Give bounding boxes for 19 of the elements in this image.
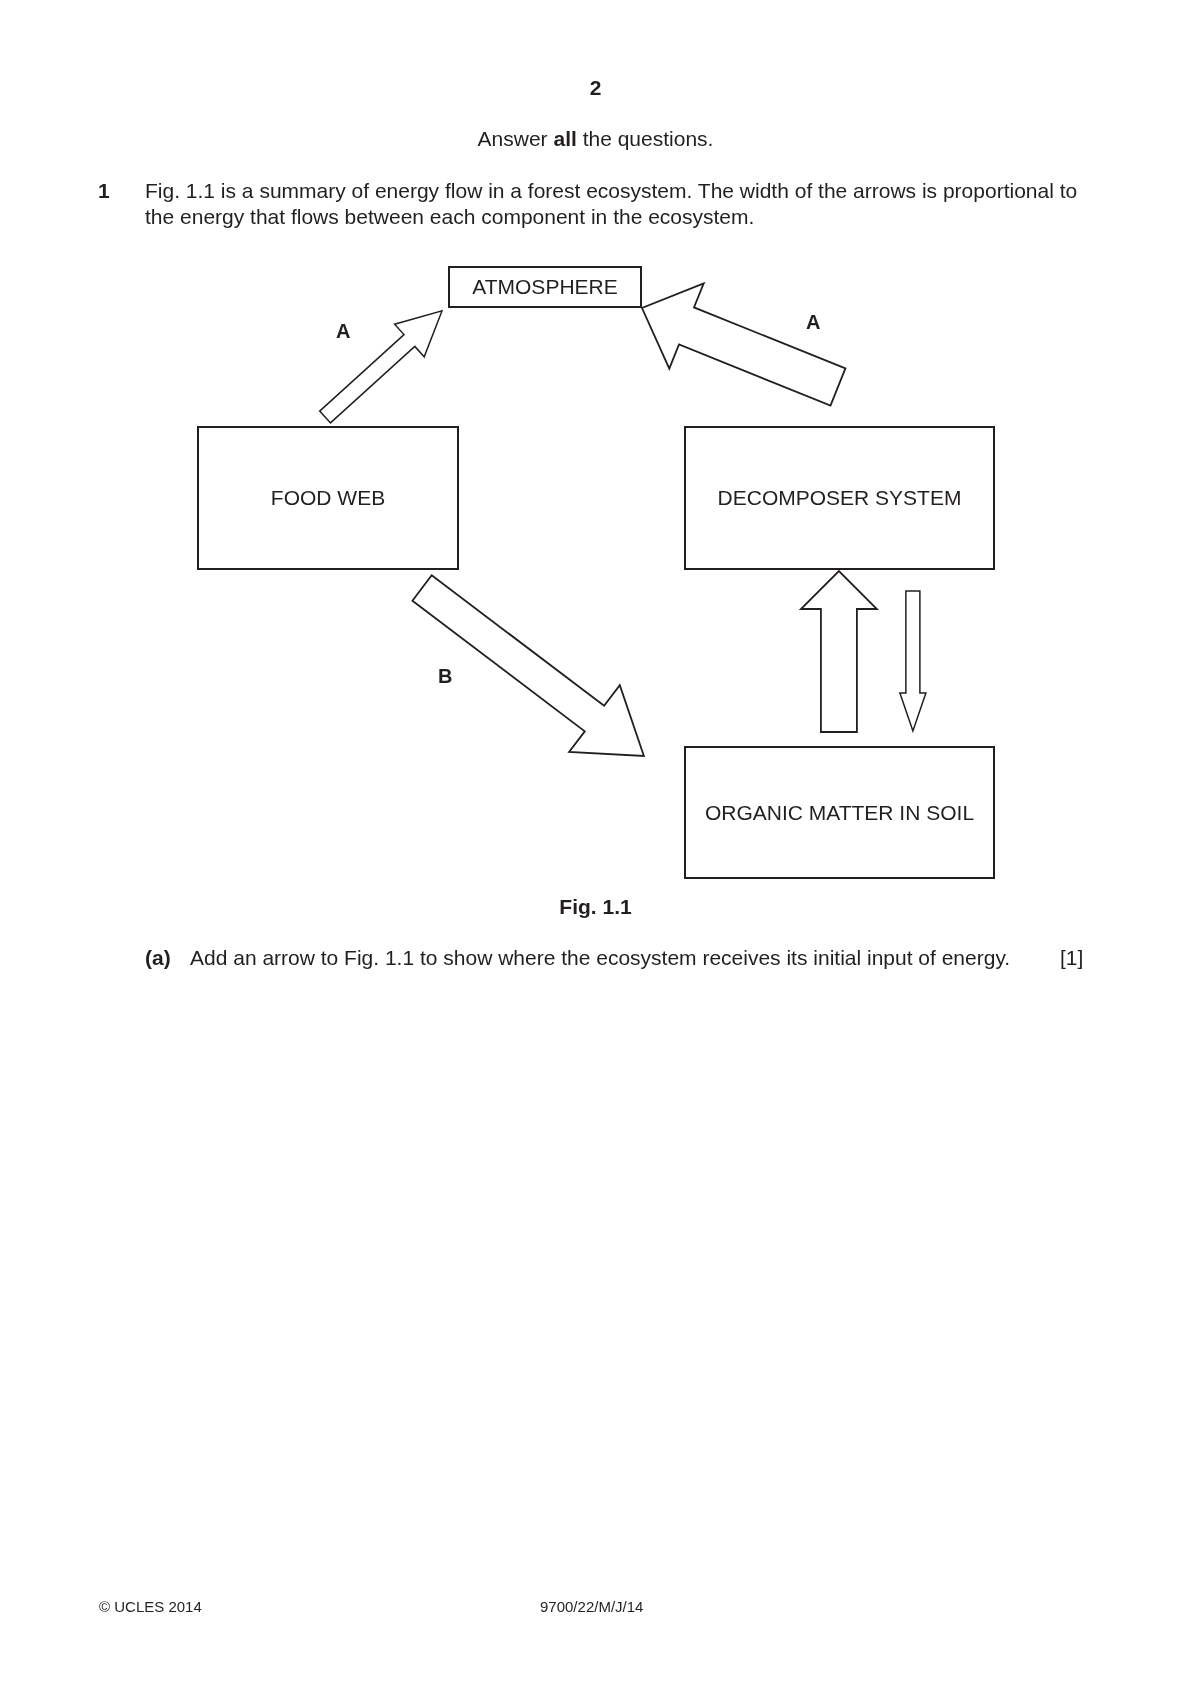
block-arrow [898,590,927,734]
question-number: 1 [98,178,111,204]
block-arrow [318,309,444,424]
part-label: (a) [145,945,172,971]
process-box: ATMOSPHERE [448,266,642,308]
copyright-text: © UCLES 2014 [99,1597,203,1617]
block-arrow [798,569,880,733]
process-box: DECOMPOSER SYSTEM [684,426,995,570]
mark-allocation: [1] [1060,945,1085,971]
question-text: Fig. 1.1 is a summary of energy flow in a forest ecosystem. The width of the arrows is proportional to the energy that flows between each component in the ecosystem. [145,178,1079,230]
process-box: FOOD WEB [197,426,459,570]
process-box: ORGANIC MATTER IN SOIL [684,746,995,879]
instruction-text: Answer all the questions. [476,126,715,152]
figure-caption: Fig. 1.1 [558,894,633,920]
block-arrow [640,281,847,407]
question-text: Add an arrow to Fig. 1.1 to show where the ecosystem receives its initial input of energy. [190,945,1012,971]
page-number: 2 [588,75,603,101]
paper-code: 9700/22/M/J/14 [540,1597,645,1617]
block-arrow [411,573,646,757]
